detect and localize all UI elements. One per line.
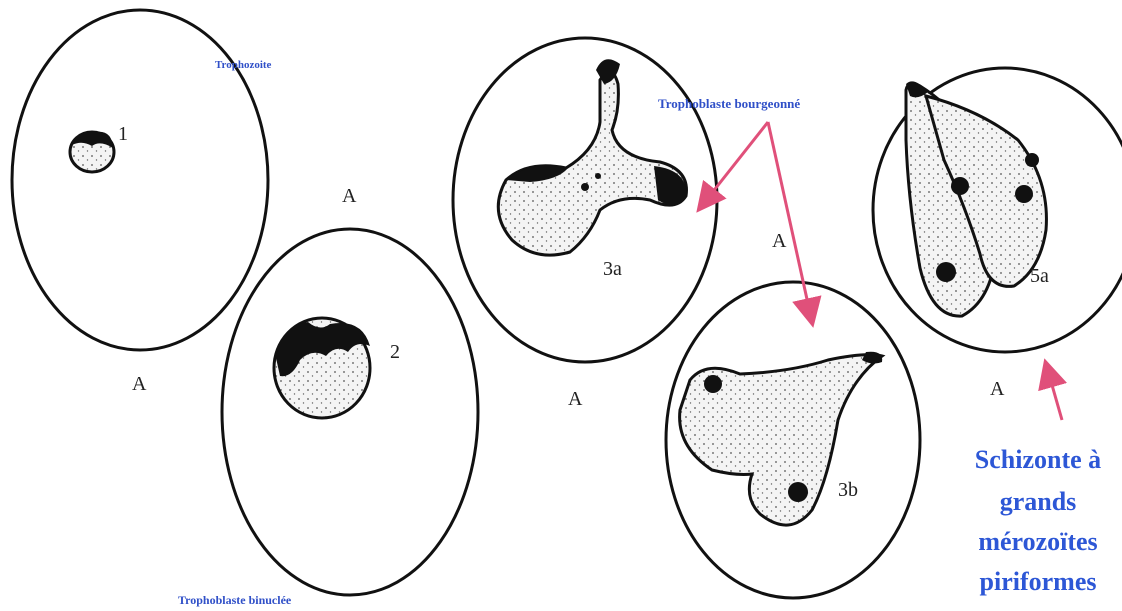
schizonte-line-3: mérozoïtes <box>978 527 1097 556</box>
cell-letter-2: A <box>342 185 357 207</box>
arrow-to-5a <box>1046 364 1062 420</box>
label-trophoblaste-binuclee: Trophoblaste binuclée <box>178 593 292 607</box>
cell-3b: 3b A <box>666 230 920 598</box>
schizonte-caption: Schizonte à grands mérozoïtes piriformes <box>975 445 1101 596</box>
cell-letter-1: A <box>132 373 147 395</box>
cell-5a: 5a A <box>873 68 1122 400</box>
stage-label-5a: 5a <box>1030 265 1049 287</box>
cell-letter-5: A <box>990 378 1005 400</box>
binucleate-trophoblast-parasite <box>274 318 370 418</box>
schizont-5a <box>906 81 1046 316</box>
stage-label-3a: 3a <box>603 258 622 280</box>
schizonte-line-4: piriformes <box>980 567 1097 596</box>
stage-label-3b: 3b <box>838 479 858 501</box>
arrow-to-3a <box>700 122 768 208</box>
label-trophozoite: Trophozoite <box>215 59 272 71</box>
trophozoite-parasite <box>70 131 114 172</box>
cell-letter-4: A <box>772 230 787 252</box>
arrow-to-3b <box>768 122 812 322</box>
stage-label-1: 1 <box>118 123 128 145</box>
cell-letter-3: A <box>568 388 583 410</box>
stage-label-2: 2 <box>390 341 400 363</box>
cell-3a: 3a A <box>453 38 717 410</box>
cell-2: 2 A <box>222 185 478 595</box>
budding-trophoblast-3a <box>498 59 686 255</box>
schizonte-line-2: grands <box>1000 487 1077 516</box>
label-trophoblaste-bourgeonne: Trophoblaste bourgeonné <box>658 96 800 111</box>
schizonte-line-1: Schizonte à <box>975 445 1101 474</box>
